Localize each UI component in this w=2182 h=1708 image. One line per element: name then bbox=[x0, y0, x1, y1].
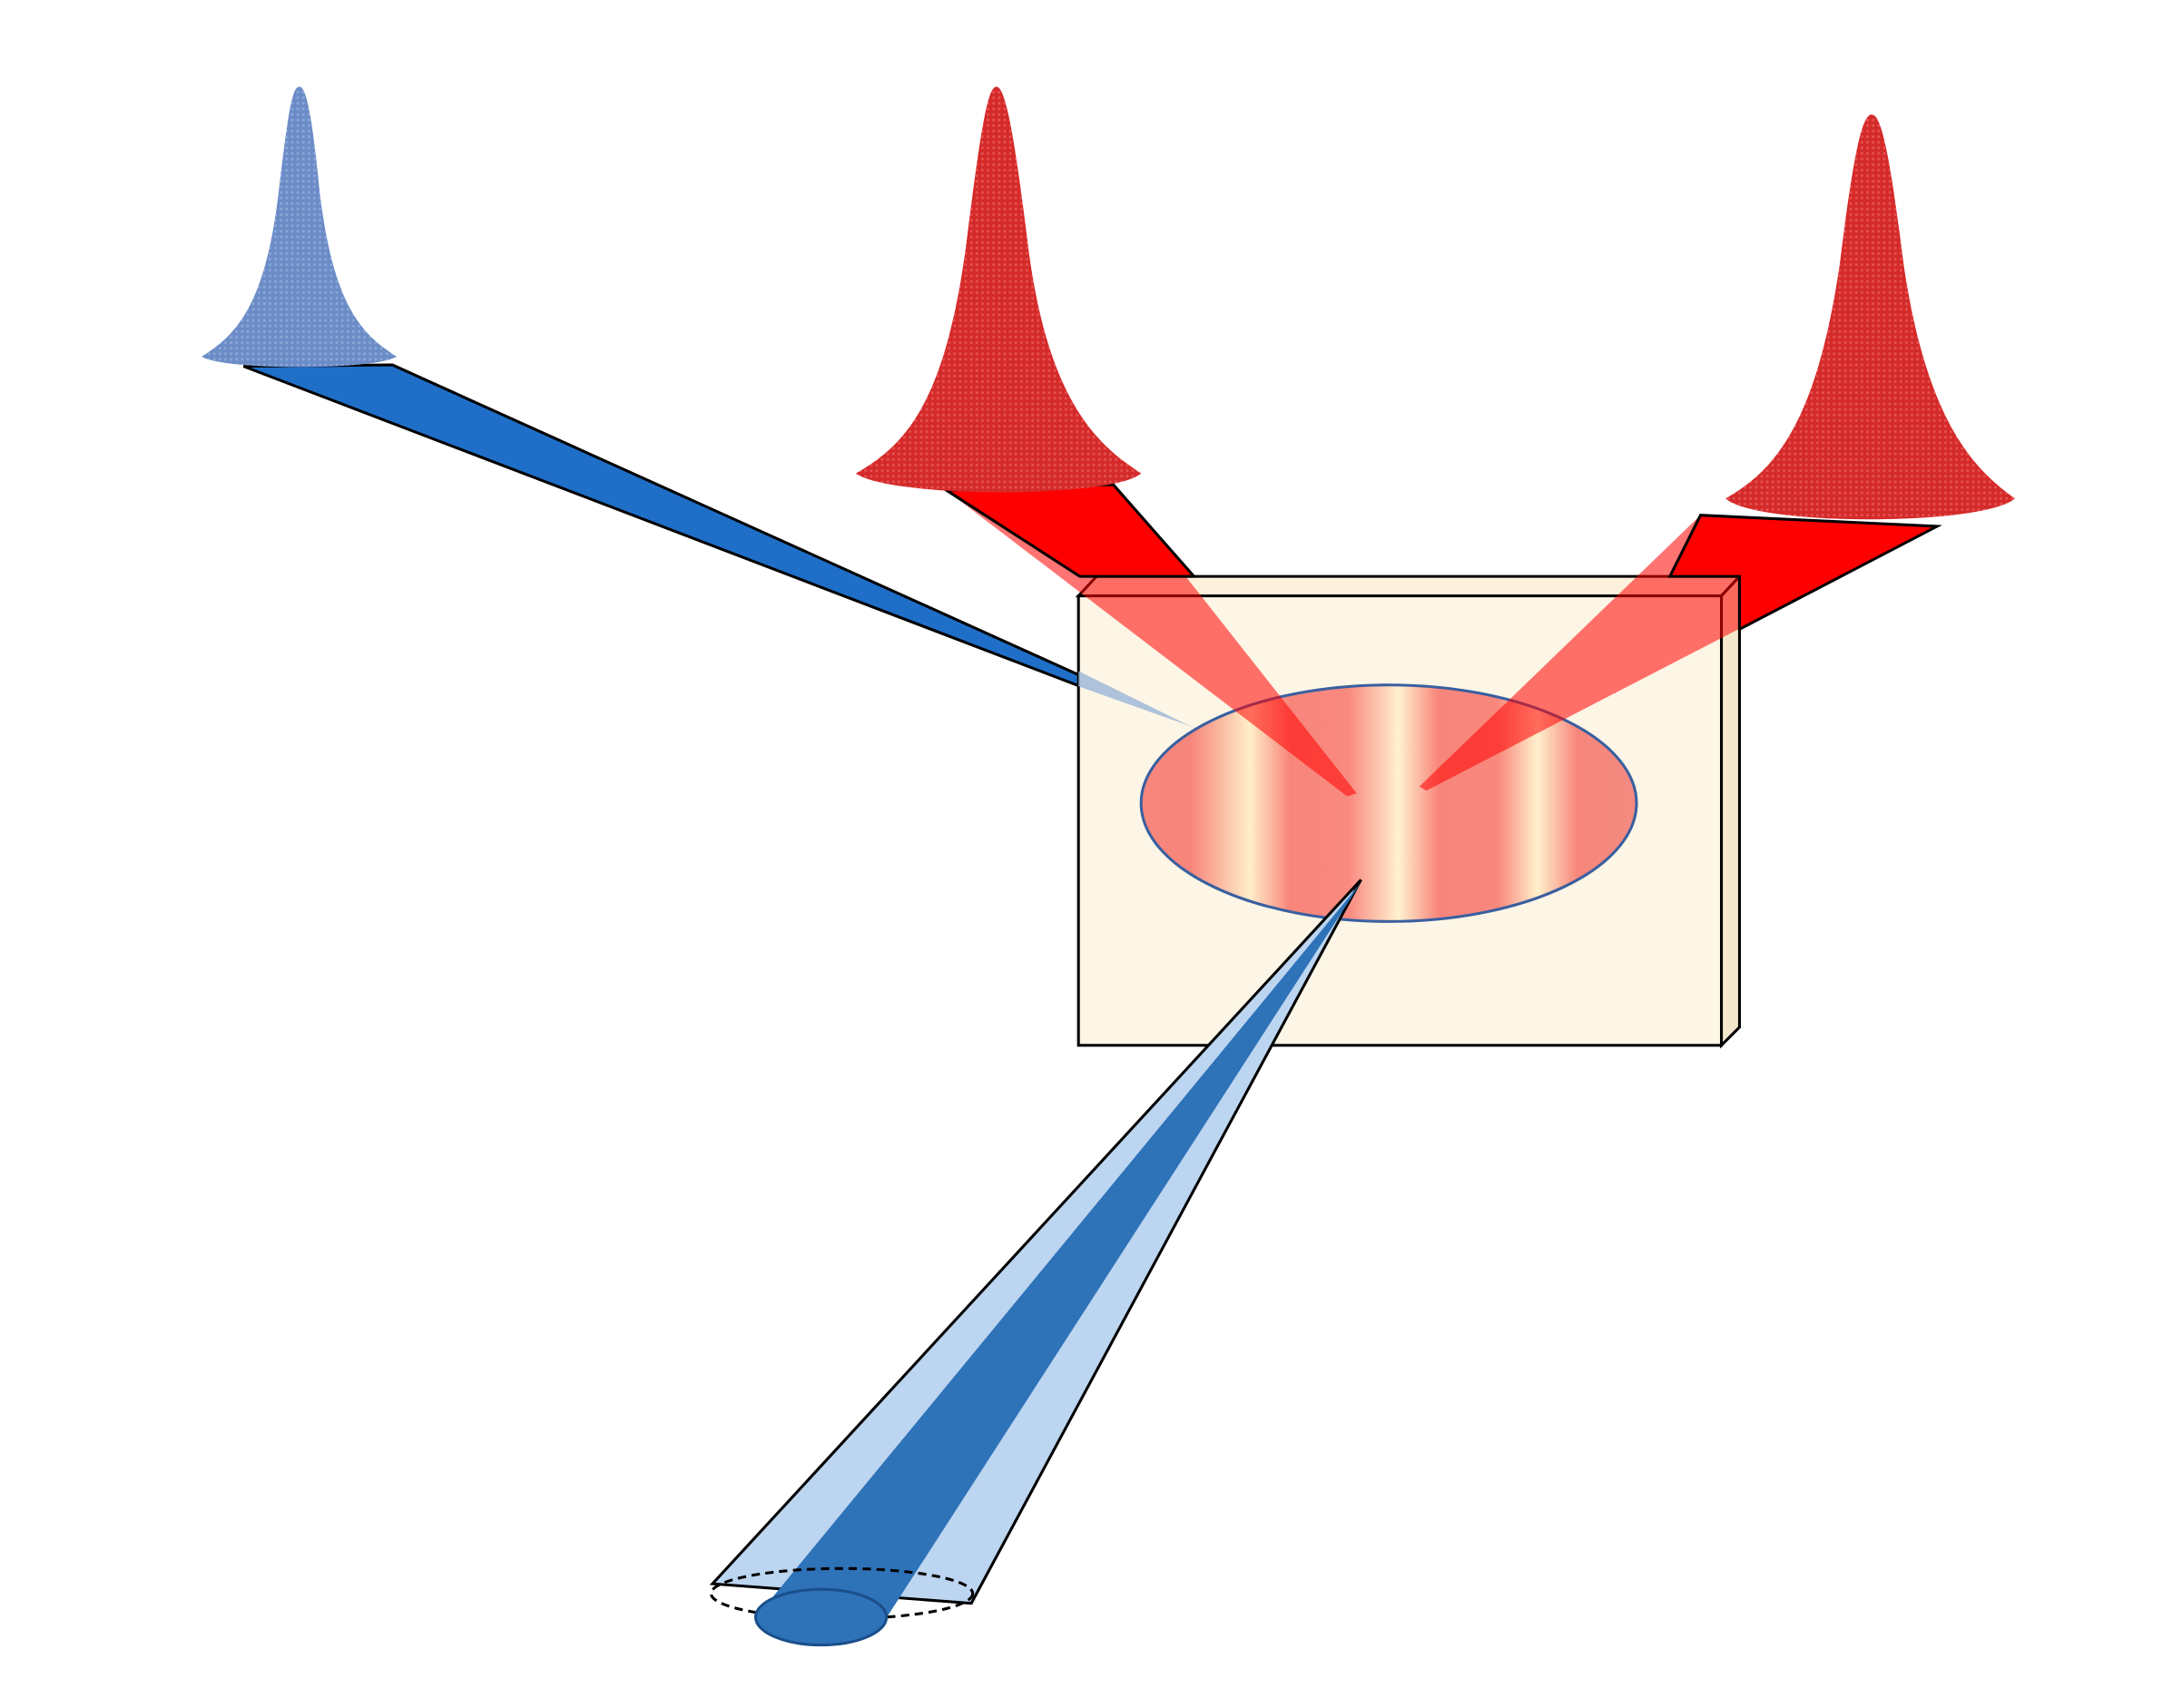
red-pulse-1 bbox=[855, 86, 1142, 493]
red-pulse-2 bbox=[1725, 114, 2016, 520]
red-beam-2-outer bbox=[1667, 514, 1942, 632]
blue-pulse bbox=[201, 86, 397, 368]
output-beam-cone bbox=[709, 879, 1362, 1647]
interference-pattern bbox=[1139, 683, 1638, 923]
red-beam-1-outer bbox=[941, 483, 1197, 578]
output-beam-spot bbox=[753, 1587, 889, 1647]
red-beam-1 bbox=[946, 484, 1357, 797]
